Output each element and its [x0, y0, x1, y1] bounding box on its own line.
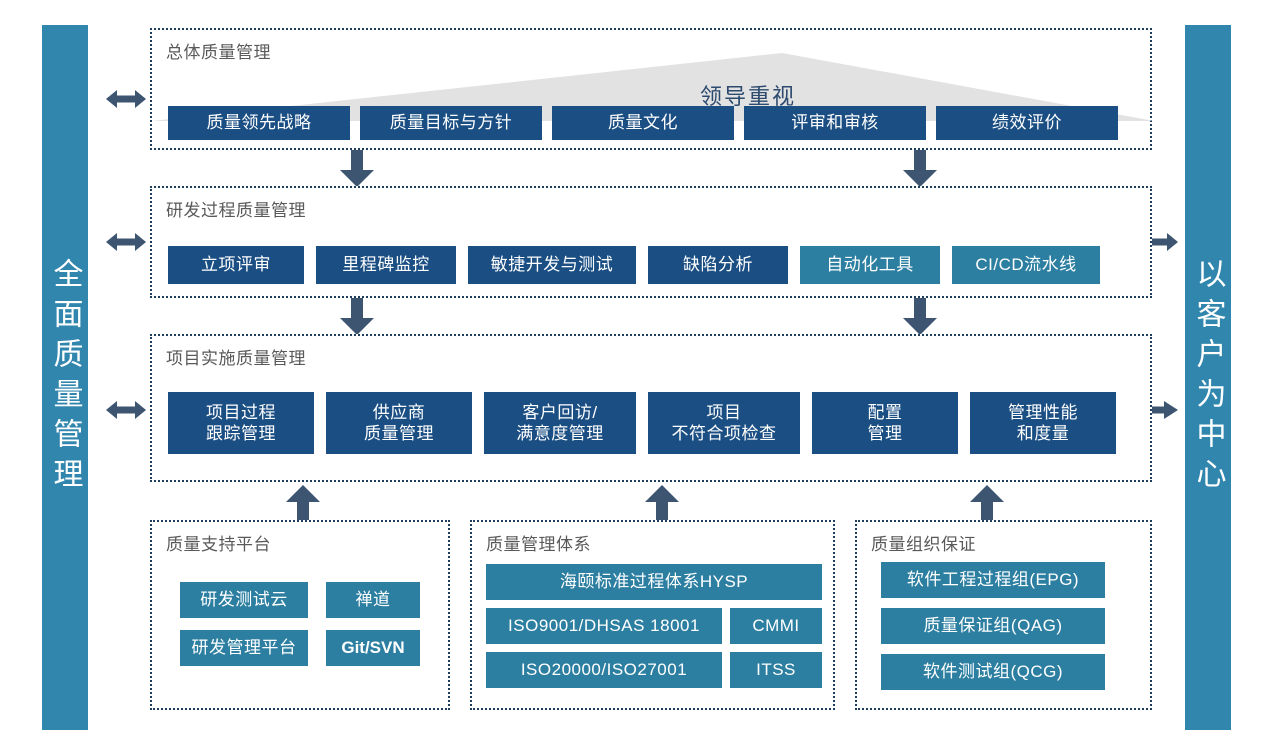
- left-pillar-total-quality-management: 全面质量管理: [42, 25, 88, 730]
- chip-project-process-tracking[interactable]: 项目过程 跟踪管理: [168, 392, 314, 454]
- panel-quality-management-system: 质量管理体系 海颐标准过程体系HYSP ISO9001/DHSAS 18001 …: [470, 520, 835, 710]
- double-arrow-overall-left: [106, 87, 146, 111]
- chip-qag[interactable]: 质量保证组(QAG): [881, 608, 1105, 644]
- chip-quality-culture[interactable]: 质量文化: [552, 106, 734, 140]
- right-arrow-project-right: [1142, 398, 1178, 422]
- chip-configuration-management[interactable]: 配置 管理: [812, 392, 958, 454]
- chip-rd-test-cloud[interactable]: 研发测试云: [180, 582, 308, 618]
- up-arrow-system-to-project: [645, 485, 679, 521]
- panel-label-project: 项目实施质量管理: [166, 349, 306, 368]
- down-arrow-rd-to-project: [340, 298, 374, 335]
- up-arrow-support-to-project: [286, 485, 320, 521]
- down-arrow-rd-to-project-2: [903, 298, 937, 335]
- panel-rd-process-quality-management: 研发过程质量管理 立项评审 里程碑监控 敏捷开发与测试 缺陷分析 自动化工具 C…: [150, 186, 1152, 298]
- panel-label-overall: 总体质量管理: [166, 43, 271, 62]
- chip-project-initiation-review[interactable]: 立项评审: [168, 246, 304, 284]
- chip-git-svn[interactable]: Git/SVN: [326, 630, 420, 666]
- chip-cicd-pipeline[interactable]: CI/CD流水线: [952, 246, 1100, 284]
- panel-label-support: 质量支持平台: [166, 535, 271, 554]
- chip-iso9001-dhsas18001[interactable]: ISO9001/DHSAS 18001: [486, 608, 722, 644]
- chip-quality-goals-policy[interactable]: 质量目标与方针: [360, 106, 542, 140]
- chip-supplier-quality-management[interactable]: 供应商 质量管理: [326, 392, 472, 454]
- panel-project-implementation-quality-management: 项目实施质量管理 项目过程 跟踪管理 供应商 质量管理 客户回访/ 满意度管理 …: [150, 334, 1152, 482]
- chip-automation-tools[interactable]: 自动化工具: [800, 246, 940, 284]
- panel-label-system: 质量管理体系: [486, 535, 591, 554]
- leadership-banner-label: 领导重视: [699, 84, 796, 109]
- chip-cmmi[interactable]: CMMI: [730, 608, 822, 644]
- right-pillar-customer-centric: 以客户为中心: [1185, 25, 1231, 730]
- leadership-banner: 领导重视: [152, 53, 1154, 121]
- chip-rd-management-platform[interactable]: 研发管理平台: [180, 630, 308, 666]
- chip-project-nonconformity-check[interactable]: 项目 不符合项检查: [648, 392, 800, 454]
- chip-qcg[interactable]: 软件测试组(QCG): [881, 654, 1105, 690]
- chip-defect-analysis[interactable]: 缺陷分析: [648, 246, 788, 284]
- chip-milestone-monitoring[interactable]: 里程碑监控: [316, 246, 456, 284]
- panel-quality-organization-assurance: 质量组织保证 软件工程过程组(EPG) 质量保证组(QAG) 软件测试组(QCG…: [855, 520, 1152, 710]
- double-arrow-rd-left: [106, 230, 146, 254]
- chip-quality-leading-strategy[interactable]: 质量领先战略: [168, 106, 350, 140]
- panel-label-org: 质量组织保证: [871, 535, 976, 554]
- double-arrow-project-left: [106, 398, 146, 422]
- chip-customer-revisit-satisfaction[interactable]: 客户回访/ 满意度管理: [484, 392, 636, 454]
- down-arrow-overall-to-rd: [340, 150, 374, 187]
- chip-iso20000-iso27001[interactable]: ISO20000/ISO27001: [486, 652, 722, 688]
- chip-management-performance-metrics[interactable]: 管理性能 和度量: [970, 392, 1116, 454]
- panel-quality-support-platform: 质量支持平台 研发测试云 禅道 研发管理平台 Git/SVN: [150, 520, 450, 710]
- chip-epg[interactable]: 软件工程过程组(EPG): [881, 562, 1105, 598]
- chip-agile-dev-and-test[interactable]: 敏捷开发与测试: [468, 246, 636, 284]
- down-arrow-overall-to-rd-2: [903, 150, 937, 187]
- chip-review-and-audit[interactable]: 评审和审核: [744, 106, 926, 140]
- panel-overall-quality-management: 总体质量管理 领导重视 质量领先战略 质量目标与方针 质量文化 评审和审核 绩效…: [150, 28, 1154, 150]
- chip-itss[interactable]: ITSS: [730, 652, 822, 688]
- panel-label-rd: 研发过程质量管理: [166, 201, 306, 220]
- up-arrow-org-to-project: [970, 485, 1004, 521]
- chip-performance-evaluation[interactable]: 绩效评价: [936, 106, 1118, 140]
- chip-zentao[interactable]: 禅道: [326, 582, 420, 618]
- chip-hysp-standard-process[interactable]: 海颐标准过程体系HYSP: [486, 564, 822, 600]
